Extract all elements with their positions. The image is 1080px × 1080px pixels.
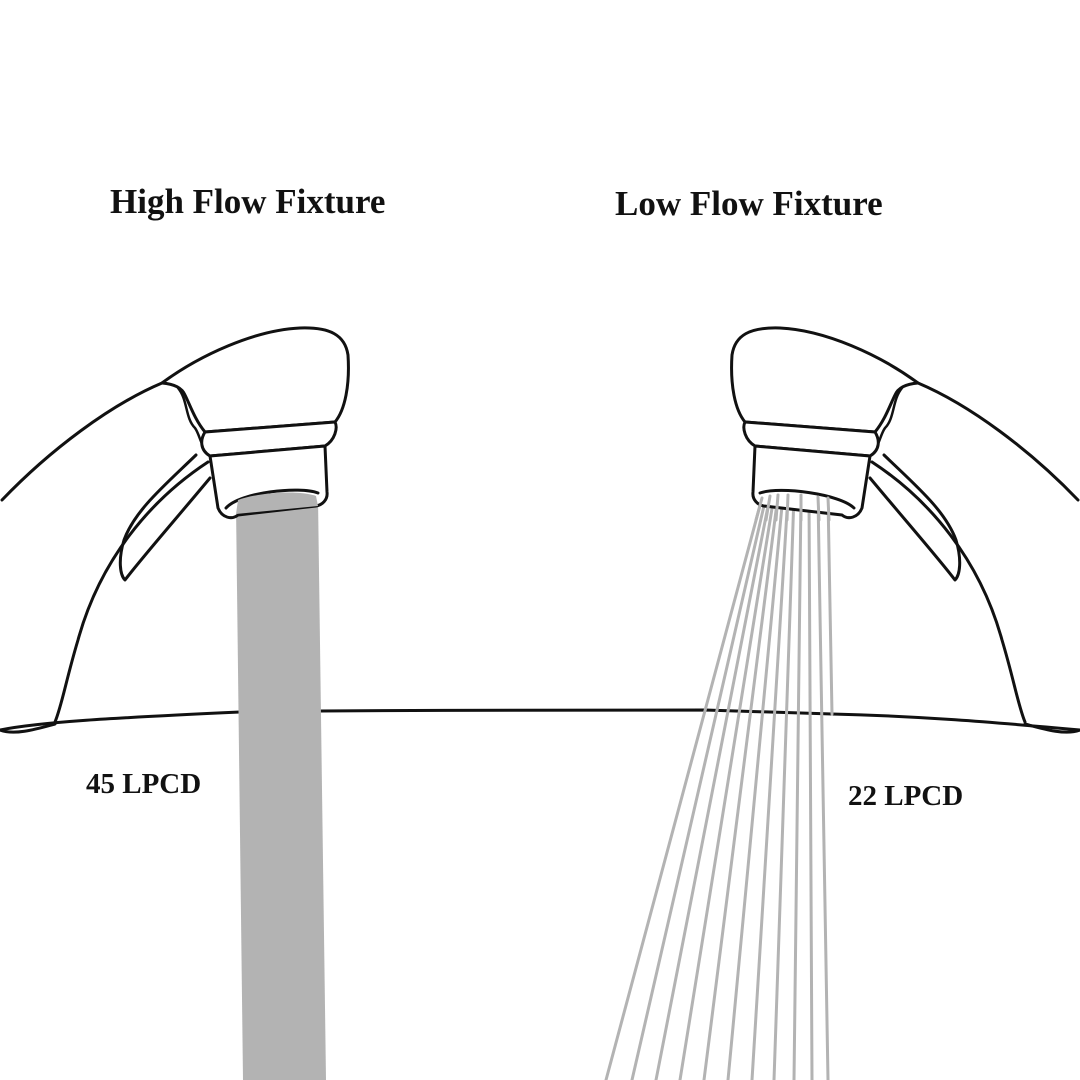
high-flow-water-stream	[236, 498, 326, 1080]
basin-rim-lip-right	[1023, 722, 1080, 734]
high-aerator-opening	[224, 488, 320, 510]
high-flow-water-top	[236, 492, 318, 514]
low-spout-arm-outer	[916, 381, 1080, 502]
low-handle-lobe	[868, 453, 962, 582]
low-aerator-opening	[758, 488, 856, 510]
low-flow-rate-label: 22 LPCD	[848, 780, 964, 812]
basin-rim-line	[0, 708, 1080, 732]
low-spout-head	[730, 326, 920, 434]
low-spout-arm-inner	[870, 460, 1027, 724]
faucet-solid-stream-icon	[0, 326, 350, 1080]
high-spout-arm-inner	[53, 460, 210, 724]
low-flow-spray-origin	[754, 493, 831, 522]
high-flow-fixture-title: High Flow Fixture	[110, 182, 386, 221]
basin-rim-lip-left	[0, 722, 57, 734]
high-flow-rate-label: 45 LPCD	[86, 768, 202, 800]
low-flow-fixture-title: Low Flow Fixture	[615, 184, 883, 223]
faucet-spray-stream-icon	[604, 326, 1080, 1080]
high-spout-head	[160, 326, 350, 434]
high-handle-lobe	[118, 453, 212, 582]
high-spout-arm-outer	[0, 381, 164, 502]
low-flow-spray-lines	[604, 493, 834, 1080]
